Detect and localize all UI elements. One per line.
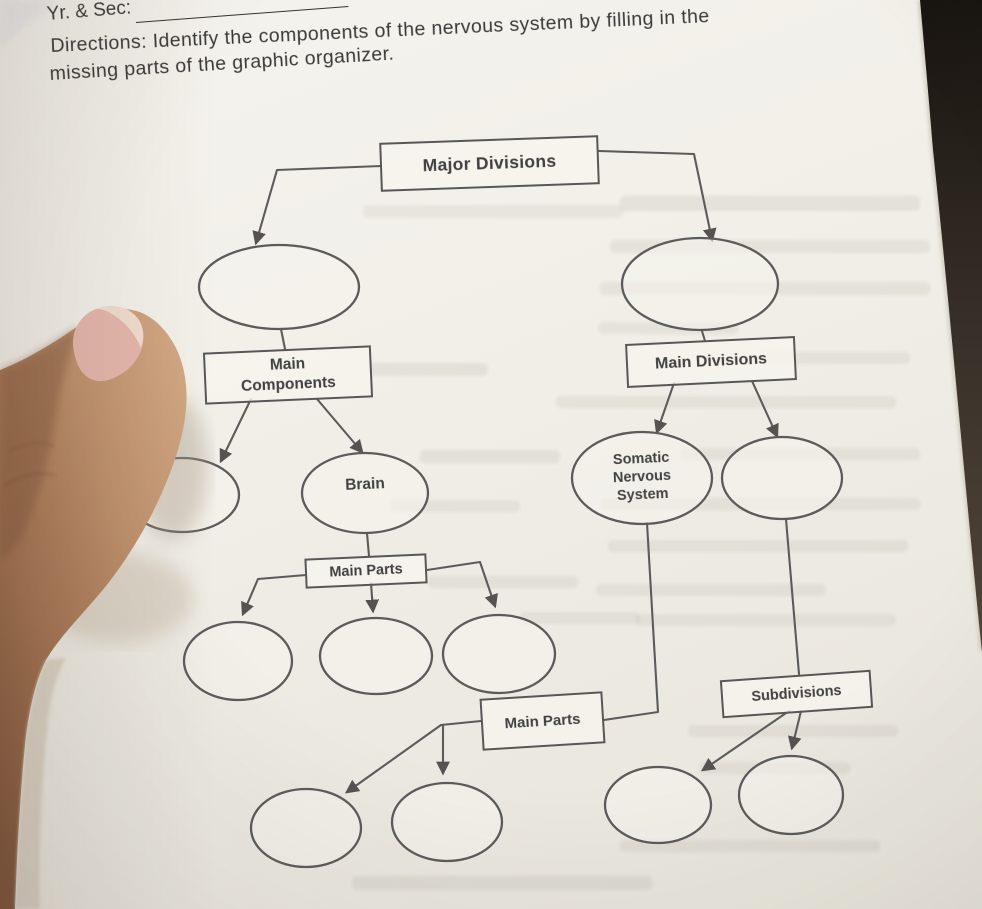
main-components-box: Main Components bbox=[202, 345, 374, 405]
empty-node-mainparts-1 bbox=[182, 620, 294, 702]
connector-subdivisions-to-oval2 bbox=[787, 709, 803, 751]
connector-mainparts-right bbox=[425, 560, 498, 609]
connector-somatic-to-mainpartslower bbox=[602, 521, 660, 722]
flowchart-nodes bbox=[123, 236, 845, 869]
empty-node-top-right bbox=[620, 236, 780, 332]
main-parts-upper-box: Main Parts bbox=[304, 553, 428, 589]
brain-node bbox=[300, 451, 430, 535]
connector-subdivisions-to-oval1 bbox=[700, 709, 791, 772]
paper-torn-edge bbox=[15, 658, 66, 909]
empty-node-lower-2 bbox=[390, 781, 504, 863]
flowchart-connectors bbox=[219, 149, 803, 794]
connector-mainparts-mid bbox=[365, 581, 380, 614]
empty-node-subdiv-2 bbox=[737, 754, 845, 836]
empty-node-mainparts-3 bbox=[441, 613, 557, 695]
connector-leftoval-to-maincomponents bbox=[279, 327, 287, 351]
empty-node-subdiv-1 bbox=[603, 765, 713, 845]
knuckle-creases bbox=[3, 442, 57, 487]
empty-node-mainparts-2 bbox=[318, 616, 434, 696]
corner-highlight bbox=[0, 0, 56, 48]
connector-empty-to-subdivisions bbox=[784, 517, 801, 676]
major-divisions-box: Major Divisions bbox=[379, 135, 600, 192]
main-divisions-label: Main Divisions bbox=[654, 350, 768, 373]
connector-major-to-right-oval bbox=[597, 149, 717, 243]
main-parts-lower-label: Main Parts bbox=[504, 710, 581, 732]
empty-node-beside-somatic bbox=[720, 435, 844, 521]
connector-brain-to-mainparts bbox=[365, 531, 371, 558]
main-parts-lower-box: Main Parts bbox=[479, 691, 606, 751]
connector-maincomponents-to-empty bbox=[219, 397, 253, 464]
connector-maincomponents-to-brain bbox=[315, 397, 364, 454]
connector-maindivisions-to-somatic bbox=[654, 381, 676, 435]
connector-maindivisions-to-empty bbox=[750, 379, 779, 439]
connector-mainpartslower-to-oval1 bbox=[344, 723, 443, 794]
connector-mainpartslower-stub bbox=[439, 719, 483, 727]
empty-node-top-left bbox=[197, 243, 361, 331]
empty-node-lower-1 bbox=[249, 787, 363, 869]
thumbnail-free-edge bbox=[96, 306, 144, 348]
somatic-node bbox=[570, 430, 714, 526]
main-components-label: Main Components bbox=[240, 355, 337, 396]
main-parts-upper-label: Main Parts bbox=[329, 561, 403, 581]
connector-mainparts-left bbox=[241, 573, 308, 617]
subdivisions-label: Subdivisions bbox=[750, 682, 843, 706]
connector-major-to-left-oval bbox=[252, 164, 383, 246]
major-divisions-label: Major Divisions bbox=[422, 150, 557, 176]
background-wedge bbox=[920, 0, 982, 652]
main-divisions-box: Main Divisions bbox=[625, 336, 797, 388]
hand bbox=[0, 306, 187, 909]
